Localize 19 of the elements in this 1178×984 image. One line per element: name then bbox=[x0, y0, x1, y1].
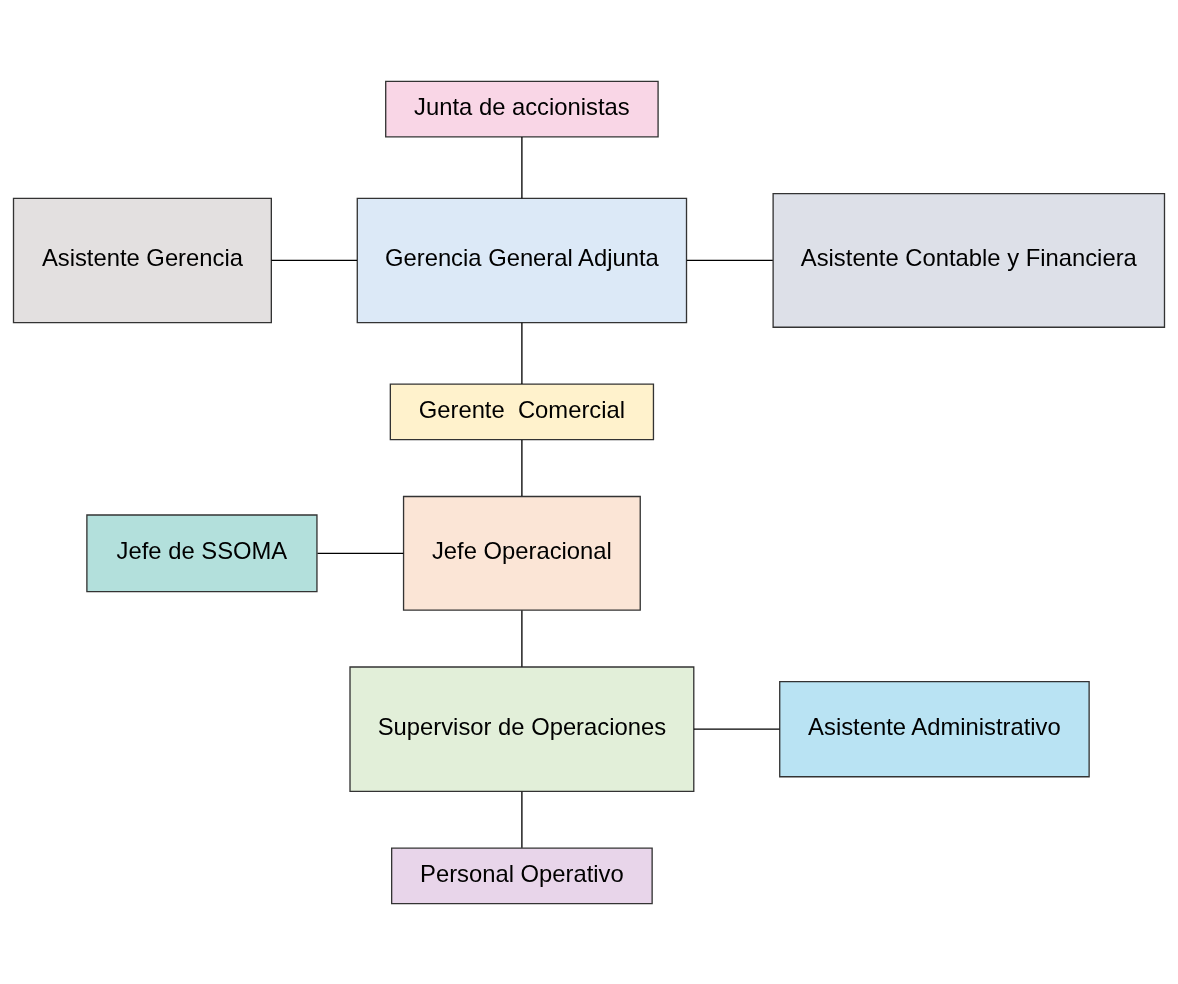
node-box: Asistente Gerencia bbox=[12, 197, 272, 323]
connector bbox=[686, 259, 774, 261]
node-box: Gerencia General Adjunta bbox=[356, 197, 688, 323]
node-box: Jefe de SSOMA bbox=[86, 513, 318, 592]
connector bbox=[521, 438, 523, 497]
connector bbox=[693, 728, 781, 730]
node-box: Personal Operativo bbox=[391, 847, 653, 904]
connector bbox=[316, 552, 404, 554]
node-box: Junta de accionistas bbox=[385, 80, 659, 137]
node-box: Gerente Comercial bbox=[389, 382, 655, 440]
node-box: Asistente Administrativo bbox=[779, 680, 1090, 777]
connector bbox=[270, 259, 358, 261]
connector bbox=[521, 135, 523, 199]
node-box: Jefe Operacional bbox=[402, 495, 641, 611]
connector bbox=[521, 609, 523, 667]
connector bbox=[521, 321, 523, 385]
connector bbox=[521, 790, 523, 848]
node-box: Asistente Contable y Financiera bbox=[772, 192, 1166, 328]
node-box: Supervisor de Operaciones bbox=[349, 665, 695, 792]
